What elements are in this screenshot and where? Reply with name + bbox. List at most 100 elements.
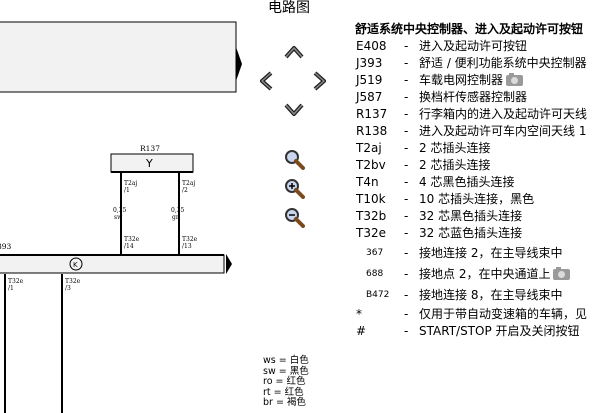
- legend-description: 行李箱内的进入及起动许可天线: [419, 106, 587, 123]
- color-key-item: sw = 黑色: [263, 365, 309, 377]
- legend-row: R138-进入及起动许可车内空间天线 1: [355, 123, 602, 140]
- legend-code: T10k: [356, 192, 386, 206]
- wire-color-key: ws = 白色 sw = 黑色 ro = 红色 rt = 红色 br = 褐色: [263, 355, 309, 409]
- camera-icon[interactable]: [506, 73, 524, 86]
- circuit-diagram: R137 Y T2aj /1 0,35 sw T32e /14 T2aj /2 …: [0, 21, 242, 413]
- wire-2-color: gr: [172, 214, 179, 221]
- color-key-item: ws = 白色: [263, 355, 309, 366]
- legend-row: R137-行李箱内的进入及起动许可天线: [355, 106, 602, 123]
- legend-row: *-仅用于带自动变速箱的车辆，见: [355, 306, 602, 323]
- r137-label: R137: [140, 144, 160, 153]
- legend-description-text: 10 芯插头连接，黑色: [419, 192, 535, 206]
- legend-dash: -: [404, 107, 409, 121]
- legend-description: 进入及起动许可车内空间天线 1: [419, 123, 586, 140]
- legend-dash: -: [404, 73, 409, 87]
- legend-dash: -: [404, 288, 409, 302]
- legend-description-text: 2 芯插头连接: [419, 158, 491, 172]
- legend-dash: -: [404, 124, 409, 138]
- legend-dash: -: [404, 141, 409, 155]
- legend-row: T2bv -2 芯插头连接: [355, 157, 602, 174]
- lower-wire-1-pin: /1: [8, 285, 14, 292]
- lower-wire-2-pin: /3: [65, 285, 71, 292]
- legend-description: 接地连接 8，在主导线束中: [419, 284, 562, 306]
- legend-row: J519 -车载电网控制器: [355, 72, 602, 89]
- legend-row: #-START/STOP 开启及关闭按钮: [355, 323, 602, 340]
- legend-description: 10 芯插头连接，黑色: [419, 191, 534, 208]
- wire-1-top-conn: T2aj: [124, 180, 137, 187]
- legend-dash: -: [404, 90, 409, 104]
- legend-dash: -: [404, 246, 409, 260]
- legend-code: #: [356, 324, 367, 338]
- legend-code: B472: [366, 290, 390, 300]
- legend-description: 2 芯插头连接: [419, 140, 490, 157]
- wire-1-bottom-conn: T32e: [124, 236, 140, 243]
- legend-code: J393: [356, 56, 383, 70]
- legend-dash: -: [404, 56, 409, 70]
- wire-1-size: 0,35: [113, 207, 127, 214]
- arrow-down-icon[interactable]: [283, 102, 305, 118]
- legend-row: T10k -10 芯插头连接，黑色: [355, 191, 602, 208]
- wire-2-top-pin: /2: [182, 187, 188, 194]
- legend-description: 接地连接 2，在主导线束中: [419, 242, 562, 264]
- legend-row: T32e -32 芯蓝色插头连接: [355, 225, 602, 242]
- zoom-out-icon[interactable]: [283, 206, 305, 228]
- legend-description: 2 芯插头连接: [419, 157, 490, 174]
- j393-expand-arrow-icon[interactable]: [226, 254, 232, 274]
- wire-2-bottom-pin: /13: [182, 243, 192, 250]
- upper-component-box: [0, 21, 237, 93]
- legend-code: J587: [356, 90, 383, 104]
- legend-description: 32 芯蓝色插头连接: [419, 225, 522, 242]
- legend-dash: -: [404, 158, 409, 172]
- legend-description: START/STOP 开启及关闭按钮: [419, 323, 580, 340]
- legend-description: 32 芯黑色插头连接: [419, 208, 522, 225]
- legend-code: T32b: [356, 209, 387, 223]
- legend-description-text: 2 芯插头连接: [419, 141, 491, 155]
- legend-description-text: START/STOP 开启及关闭按钮: [419, 324, 580, 338]
- arrow-left-icon[interactable]: [258, 70, 274, 92]
- arrow-right-icon[interactable]: [312, 70, 328, 92]
- legend-description-text: 舒适 / 便利功能系统中央控制器: [419, 56, 587, 70]
- legend-description: 舒适 / 便利功能系统中央控制器: [419, 55, 587, 72]
- legend-description-text: 接地连接 2，在主导线束中: [419, 246, 563, 260]
- lower-wire-1-conn: T32e: [8, 278, 24, 285]
- legend-description-text: 接地连接 8，在主导线束中: [419, 288, 563, 302]
- legend-row: B472 -接地连接 8，在主导线束中: [355, 284, 602, 306]
- wire-1-bottom-pin: /14: [124, 243, 134, 250]
- zoom-in-icon[interactable]: [283, 177, 305, 199]
- camera-icon[interactable]: [553, 267, 571, 280]
- j393-label: J393: [0, 242, 12, 251]
- legend-description-text: 进入及起动许可按钮: [419, 39, 528, 53]
- legend-code: J519: [356, 73, 383, 87]
- legend-dash: -: [404, 175, 409, 189]
- legend-title: 舒适系统中央控制器、进入及起动许可按钮: [355, 22, 584, 36]
- legend-code: E408: [356, 39, 387, 53]
- lower-wire-2-conn: T32e: [65, 278, 81, 285]
- legend-description-text: 换档杆传感器控制器: [419, 90, 528, 104]
- legend-description: 接地点 2，在中央通道上: [419, 264, 571, 284]
- legend-row: J393 -舒适 / 便利功能系统中央控制器: [355, 55, 602, 72]
- legend-row: 367-接地连接 2，在主导线束中: [355, 242, 602, 264]
- legend-code: T32e: [356, 226, 386, 240]
- legend-code: T2bv: [356, 158, 386, 172]
- wire-2-size: 0,35: [171, 207, 185, 214]
- magnifier-icon[interactable]: [283, 148, 305, 170]
- legend-description-text: 4 芯黑色插头连接: [419, 175, 515, 189]
- legend-dash: -: [404, 192, 409, 206]
- wire-2-bottom-conn: T32e: [182, 236, 198, 243]
- legend-description-text: 行李箱内的进入及起动许可天线: [419, 107, 588, 121]
- upper-expand-arrow-icon[interactable]: [236, 47, 242, 81]
- wire-1-color: sw: [114, 214, 123, 221]
- legend-code: T2aj: [356, 141, 382, 155]
- legend-description-text: 进入及起动许可车内空间天线 1: [419, 124, 587, 138]
- legend-description: 4 芯黑色插头连接: [419, 174, 514, 191]
- legend-dash: -: [404, 226, 409, 240]
- r137-symbol: Y: [145, 157, 153, 170]
- legend-dash: -: [404, 307, 409, 321]
- legend-code: 688: [366, 269, 384, 279]
- arrow-up-icon[interactable]: [283, 44, 305, 60]
- legend-dash: -: [404, 267, 409, 281]
- legend-description-text: 车载电网控制器: [419, 73, 504, 87]
- legend-description-text: 32 芯蓝色插头连接: [419, 226, 523, 240]
- legend-row: T4n-4 芯黑色插头连接: [355, 174, 602, 191]
